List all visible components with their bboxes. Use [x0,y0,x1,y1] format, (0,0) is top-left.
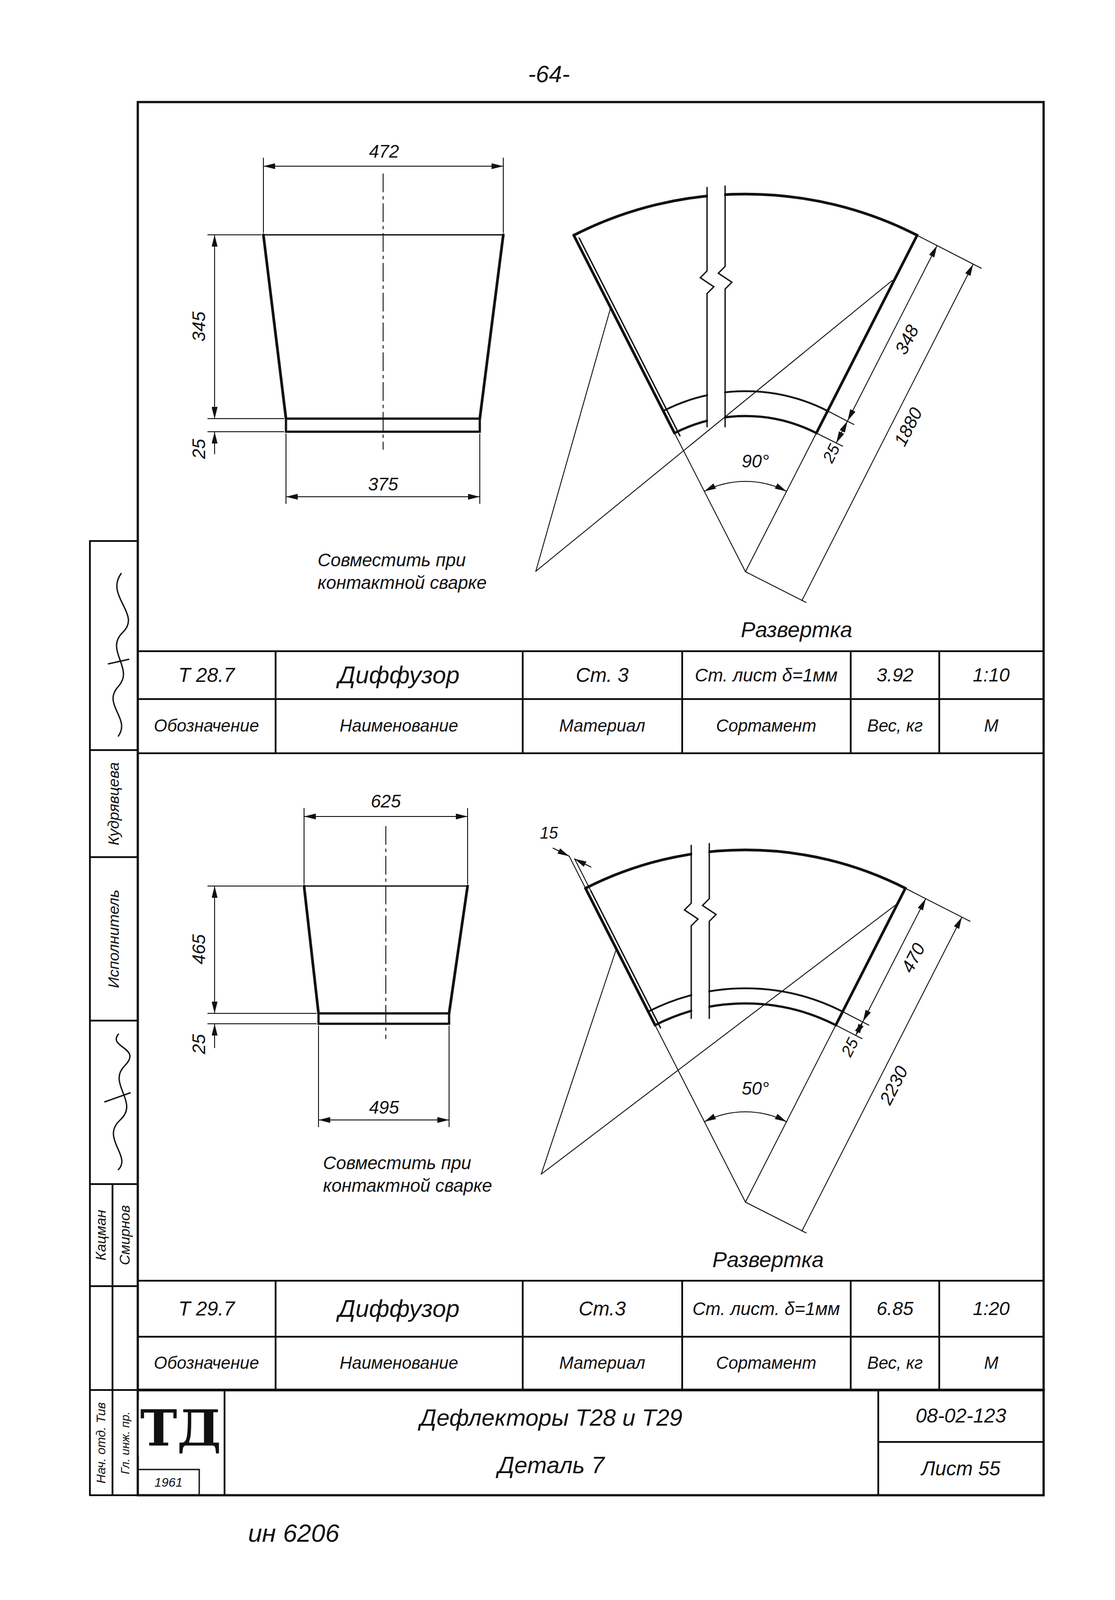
table-header: Материал [557,716,647,736]
dimension-label: 470 [896,939,930,978]
table-cell: Диффузор [337,1295,462,1323]
frustum-view [263,173,504,450]
development-view [573,186,918,572]
dimension-label: 15 [538,824,560,843]
stamp-name: Смирнов [117,1204,133,1268]
dimension-label: 345 [188,310,209,344]
table-header: Обозначение [152,716,261,736]
stamp-name: Кудрявцева [105,761,122,848]
table-header: М [982,1354,1000,1374]
view-title: Развертка [711,1248,826,1273]
spec-table [137,651,1044,754]
drawing-subtitle: Деталь 7 [496,1452,606,1479]
dimension-lines [207,158,504,504]
table-cell: 1:20 [971,1298,1012,1320]
view-title: Развертка [739,618,854,643]
year-label: 1961 [153,1476,184,1491]
stamp-role: Нач. отд. Тив [94,1401,109,1486]
frustum-view [304,826,468,1040]
sheet-frame [137,102,1044,1496]
dimension-label: 1880 [889,403,927,451]
spec-table [137,1281,1044,1391]
dimension-label: 348 [890,320,923,360]
organization-logo: ТД [138,1401,223,1457]
drawing-number: 08-02-123 [914,1405,1008,1428]
signature [108,573,129,737]
signature [104,1034,131,1171]
dimension-lines [745,235,982,603]
development-view [585,843,906,1203]
dimension-label: 25 [837,1034,863,1061]
dimension-lines [207,808,468,1128]
leader-line [535,280,893,572]
table-header: Материал [557,1354,647,1374]
table-cell: Диффузор [337,661,462,689]
angle-label: 50° [740,1078,771,1099]
stamp-role: Гл. инж. пр. [118,1410,132,1476]
stamp-name: Кацман [93,1208,109,1263]
page-number: -64- [526,61,572,88]
table-header: Наименование [338,1354,460,1374]
table-cell: Ст. лист. δ=1мм [691,1299,842,1320]
dimension-label: 2230 [875,1062,913,1110]
table-cell: Ст. лист δ=1мм [693,665,839,686]
dimension-label: 375 [366,474,400,495]
dimension-lines [552,848,970,1234]
inventory-number: ин 6206 [246,1519,341,1548]
dimension-label: 465 [188,933,209,967]
dimension-label: 25 [188,437,209,461]
leader-line [541,904,897,1175]
table-header: Сортамент [714,1354,818,1374]
table-cell: Т 28.7 [177,664,237,687]
table-header: Наименование [338,716,460,736]
angle-label: 90° [740,451,771,472]
weld-note: Совместить при контактной сварке [321,1152,542,1198]
table-header: Вес, кг [866,716,925,736]
dimension-label: 25 [188,1033,209,1057]
dimension-label: 25 [818,440,844,467]
table-cell: Ст.3 [577,1298,628,1321]
table-header: Обозначение [152,1354,261,1374]
sheet-number: Лист 55 [920,1458,1002,1481]
table-header: Вес, кг [866,1354,925,1374]
dimension-label: 625 [369,791,403,812]
table-cell: 3.92 [875,665,915,686]
dimension-label: 472 [367,141,401,162]
table-cell: Ст. 3 [574,664,631,687]
table-cell: Т 29.7 [177,1298,237,1321]
stamp-strip [89,541,138,1496]
title-block [137,1390,1044,1496]
table-cell: 6.85 [875,1298,915,1320]
stamp-role: Исполнитель [105,888,122,990]
dimension-label: 495 [367,1097,401,1118]
weld-note: Совместить при контактной сварке [316,548,536,595]
table-header: Сортамент [714,716,818,736]
table-cell: 1:10 [971,665,1012,686]
table-header: М [982,716,1000,736]
drawing-title: Дефлекторы Т28 и Т29 [418,1405,684,1432]
